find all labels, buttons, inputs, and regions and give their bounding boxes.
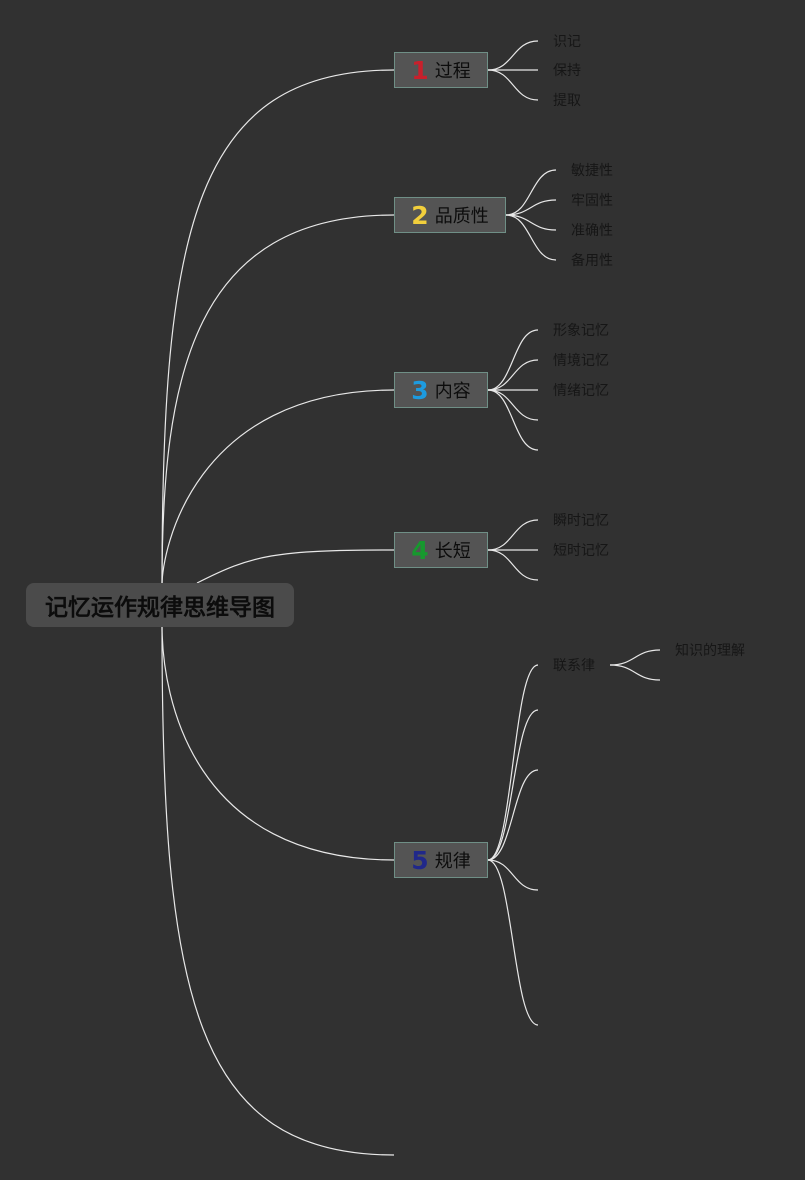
branch-node-laws[interactable]: 5 规律 — [394, 842, 488, 878]
leaf-item[interactable]: 保持 — [553, 63, 581, 79]
branch-node-duration[interactable]: 4 长短 — [394, 532, 488, 568]
root-node[interactable]: 记忆运作规律思维导图 — [26, 583, 294, 627]
branch-label: 过程 — [434, 61, 471, 82]
root-connector-line — [161, 69, 395, 586]
branch-node-quality[interactable]: 2 品质性 — [394, 197, 506, 233]
number-badge-icon: 4 — [411, 535, 429, 565]
leaf-item[interactable]: 情境记忆 — [553, 353, 609, 369]
root-connector-line — [196, 549, 395, 584]
leaf-item[interactable]: 提取 — [553, 93, 581, 109]
leaf-item[interactable]: 准确性 — [571, 223, 613, 239]
branch-label: 规律 — [434, 851, 471, 872]
leaf-connector-line — [487, 709, 539, 861]
leaf-item[interactable]: 情绪记忆 — [553, 383, 609, 399]
leaf-connector-line — [505, 214, 557, 231]
number-badge-icon: 2 — [411, 200, 429, 230]
root-connector-line — [161, 214, 395, 586]
leaf-connector-line — [487, 359, 539, 391]
leaf-connector-line — [487, 69, 539, 101]
leaf-item[interactable]: 形象记忆 — [553, 323, 609, 339]
leaf-connector-line — [487, 664, 539, 861]
subleaf-item[interactable]: 知识的理解 — [675, 643, 745, 659]
leaf-connector-line — [487, 549, 539, 581]
root-title: 记忆运作规律思维导图 — [45, 595, 275, 621]
leaf-connector-line — [487, 859, 539, 891]
leaf-connector-line — [505, 169, 557, 216]
branch-label: 长短 — [434, 541, 471, 562]
leaf-connector-line — [487, 519, 539, 551]
number-badge-icon: 5 — [411, 845, 429, 875]
branch-node-content[interactable]: 3 内容 — [394, 372, 488, 408]
leaf-item[interactable]: 牢固性 — [571, 193, 613, 209]
root-connector-line — [161, 624, 395, 1156]
leaf-connector-line — [487, 389, 539, 421]
leaf-item[interactable]: 瞬时记忆 — [553, 513, 609, 529]
leaf-connector-line — [487, 859, 539, 1026]
number-badge-icon: 1 — [411, 55, 429, 85]
leaf-connector-line — [505, 214, 557, 261]
leaf-item[interactable]: 联系律 — [553, 658, 595, 674]
leaf-connector-line — [487, 769, 539, 861]
leaf-item[interactable]: 敏捷性 — [571, 163, 613, 179]
leaf-connector-line — [487, 40, 539, 71]
number-badge-icon: 3 — [411, 375, 429, 405]
branch-node-process[interactable]: 1 过程 — [394, 52, 488, 88]
leaf-connector-line — [487, 329, 539, 391]
root-connector-line — [161, 624, 395, 861]
leaf-item[interactable]: 备用性 — [571, 253, 613, 269]
leaf-connector-line — [505, 199, 557, 216]
leaf-item[interactable]: 短时记忆 — [553, 543, 609, 559]
leaf-connector-line — [487, 389, 539, 451]
subleaf-connector-line — [609, 664, 661, 681]
branch-label: 内容 — [434, 381, 471, 402]
leaf-item[interactable]: 识记 — [553, 34, 581, 50]
branch-label: 品质性 — [434, 206, 489, 227]
root-connector-line — [161, 389, 395, 586]
subleaf-connector-line — [609, 649, 661, 666]
